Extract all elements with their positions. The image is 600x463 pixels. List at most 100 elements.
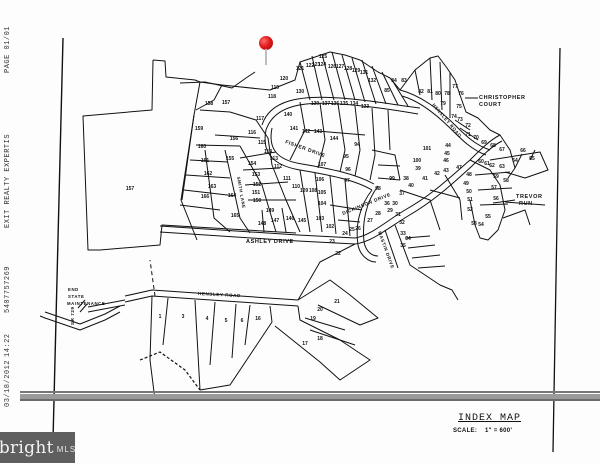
svg-text:60: 60 bbox=[478, 159, 484, 165]
svg-text:55: 55 bbox=[485, 214, 491, 220]
svg-text:160: 160 bbox=[198, 144, 207, 150]
svg-text:158: 158 bbox=[205, 101, 214, 107]
road-label-ashley-drive: ASHLEY DRIVE bbox=[246, 239, 294, 245]
svg-text:37: 37 bbox=[399, 191, 405, 197]
svg-text:17: 17 bbox=[302, 341, 308, 347]
svg-text:162: 162 bbox=[204, 171, 213, 177]
svg-text:51: 51 bbox=[467, 197, 473, 203]
svg-text:95: 95 bbox=[343, 154, 349, 160]
svg-text:126: 126 bbox=[328, 64, 337, 70]
svg-text:27: 27 bbox=[367, 218, 373, 224]
fax-sender: EXIT REALTY EXPERTIS bbox=[4, 133, 12, 228]
svg-text:5: 5 bbox=[225, 318, 228, 324]
svg-text:119: 119 bbox=[271, 85, 279, 91]
svg-text:137: 137 bbox=[322, 101, 331, 107]
svg-text:19: 19 bbox=[310, 316, 316, 322]
svg-text:78: 78 bbox=[444, 91, 450, 97]
road-label-trevor-run-line1: TREVOR bbox=[516, 194, 543, 200]
map-title: INDEX MAP bbox=[458, 413, 522, 424]
svg-text:135: 135 bbox=[340, 101, 349, 107]
svg-text:128: 128 bbox=[344, 66, 353, 72]
svg-text:144: 144 bbox=[330, 136, 339, 142]
svg-text:107: 107 bbox=[318, 162, 327, 168]
svg-text:41: 41 bbox=[422, 176, 428, 182]
svg-text:61: 61 bbox=[484, 161, 490, 167]
svg-text:29: 29 bbox=[387, 208, 393, 214]
svg-text:25: 25 bbox=[349, 227, 355, 233]
svg-text:65: 65 bbox=[529, 156, 535, 162]
svg-text:23: 23 bbox=[329, 239, 335, 245]
svg-text:105: 105 bbox=[318, 190, 327, 196]
svg-text:42: 42 bbox=[434, 171, 440, 177]
svg-text:48: 48 bbox=[466, 172, 472, 178]
svg-text:127: 127 bbox=[336, 64, 345, 70]
svg-text:115: 115 bbox=[258, 140, 266, 146]
svg-text:166: 166 bbox=[201, 194, 210, 200]
svg-text:50: 50 bbox=[466, 189, 472, 195]
svg-text:56: 56 bbox=[493, 196, 499, 202]
svg-text:22: 22 bbox=[335, 251, 341, 257]
svg-text:146: 146 bbox=[286, 216, 295, 222]
bright-mls-watermark: bright MLS bbox=[0, 432, 75, 463]
fax-scan-band bbox=[20, 391, 600, 401]
svg-text:116: 116 bbox=[248, 130, 256, 136]
svg-text:154: 154 bbox=[248, 161, 257, 167]
svg-text:125: 125 bbox=[319, 54, 328, 60]
svg-text:38: 38 bbox=[403, 176, 409, 182]
svg-text:68: 68 bbox=[490, 143, 496, 149]
svg-text:112: 112 bbox=[274, 164, 282, 170]
svg-text:156: 156 bbox=[230, 136, 239, 142]
svg-text:54: 54 bbox=[478, 222, 484, 228]
svg-text:145: 145 bbox=[298, 218, 307, 224]
svg-text:36: 36 bbox=[384, 201, 390, 207]
pin-head bbox=[259, 36, 273, 50]
svg-text:98: 98 bbox=[375, 186, 381, 192]
svg-text:159: 159 bbox=[195, 126, 204, 132]
svg-text:94: 94 bbox=[354, 142, 360, 148]
fax-time: 14:22 bbox=[4, 333, 12, 357]
svg-text:151: 151 bbox=[252, 190, 261, 196]
svg-text:109: 109 bbox=[300, 188, 309, 194]
road-label-fisher-drive: FISHER DRIVE bbox=[284, 139, 326, 159]
svg-text:114: 114 bbox=[264, 149, 272, 155]
svg-text:141: 141 bbox=[290, 126, 299, 132]
fax-phone: 5407757269 bbox=[4, 265, 12, 313]
svg-text:143: 143 bbox=[314, 129, 323, 135]
svg-text:70: 70 bbox=[473, 135, 479, 141]
svg-text:34: 34 bbox=[405, 236, 411, 242]
svg-text:152: 152 bbox=[253, 182, 262, 188]
svg-text:85: 85 bbox=[384, 88, 390, 94]
svg-text:20: 20 bbox=[317, 307, 323, 313]
svg-text:120: 120 bbox=[280, 76, 289, 82]
svg-text:24: 24 bbox=[342, 231, 348, 237]
svg-text:129: 129 bbox=[352, 68, 361, 74]
svg-text:79: 79 bbox=[440, 101, 446, 107]
svg-text:43: 43 bbox=[443, 168, 449, 174]
road-label-christopher-court-line2: COURT bbox=[479, 102, 502, 108]
svg-text:40: 40 bbox=[408, 183, 414, 189]
fax-page-number: PAGE 01/01 bbox=[4, 25, 12, 73]
svg-text:35: 35 bbox=[400, 243, 406, 249]
svg-text:164: 164 bbox=[228, 193, 237, 199]
svg-text:142: 142 bbox=[302, 129, 311, 135]
svg-text:155: 155 bbox=[226, 156, 235, 162]
svg-text:44: 44 bbox=[445, 143, 451, 149]
svg-text:117: 117 bbox=[256, 116, 264, 122]
svg-text:157: 157 bbox=[222, 100, 231, 106]
fax-header: PAGE 01/01 EXIT REALTY EXPERTIS 54077572… bbox=[4, 0, 24, 440]
svg-text:45: 45 bbox=[444, 151, 450, 157]
svg-text:81: 81 bbox=[427, 89, 433, 95]
svg-text:99: 99 bbox=[389, 176, 395, 182]
svg-text:96: 96 bbox=[345, 167, 351, 173]
svg-text:150: 150 bbox=[253, 198, 262, 204]
svg-text:6: 6 bbox=[241, 318, 244, 324]
svg-text:134: 134 bbox=[350, 101, 359, 107]
svg-text:121: 121 bbox=[296, 66, 305, 72]
svg-text:73: 73 bbox=[457, 117, 463, 123]
svg-text:26: 26 bbox=[355, 226, 361, 232]
svg-text:66: 66 bbox=[520, 148, 526, 154]
svg-text:80: 80 bbox=[435, 91, 441, 97]
svg-text:3: 3 bbox=[182, 314, 185, 320]
